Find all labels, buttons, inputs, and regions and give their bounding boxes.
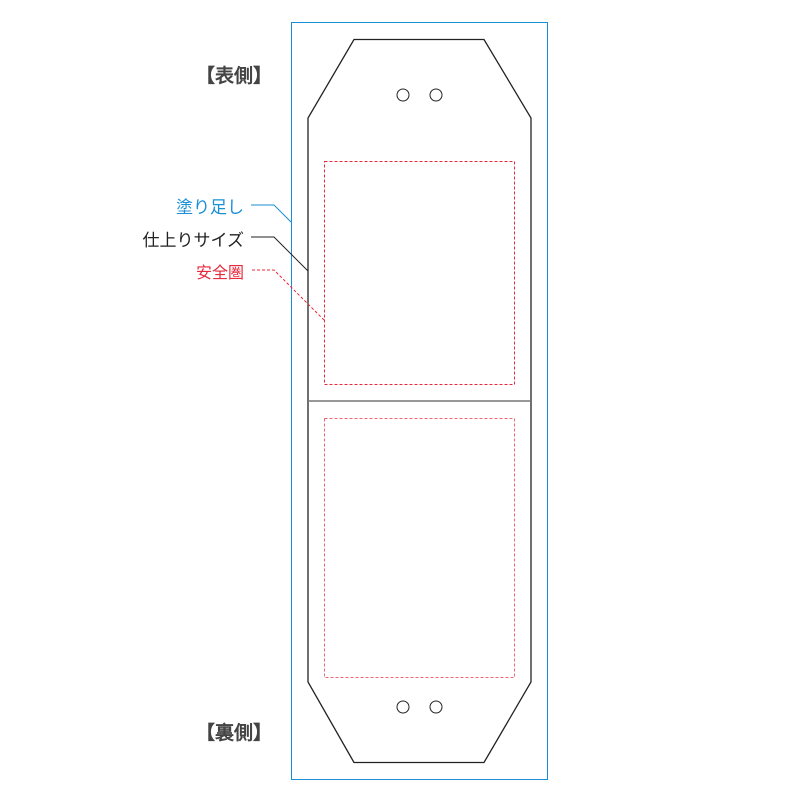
hole-bottom-right	[429, 700, 443, 714]
safe-area-back	[324, 418, 515, 678]
safe-area-label: 安全圏	[195, 263, 244, 282]
bleed-leader-line	[251, 204, 292, 223]
hole-top-left	[396, 88, 410, 102]
bleed-outline	[291, 22, 548, 780]
front-side-label: 【表側】	[196, 65, 273, 87]
hole-top-right	[429, 88, 443, 102]
trim-outline	[307, 38, 532, 764]
trim-size-label: 仕上りサイズ	[142, 231, 245, 251]
bleed-label: 塗り足し	[176, 198, 244, 218]
safe-leader-line	[252, 269, 325, 321]
back-side-label: 【裏側】	[196, 722, 273, 744]
hole-bottom-left	[396, 700, 410, 714]
safe-area-front	[324, 161, 515, 385]
trim-leader-line	[251, 236, 309, 272]
